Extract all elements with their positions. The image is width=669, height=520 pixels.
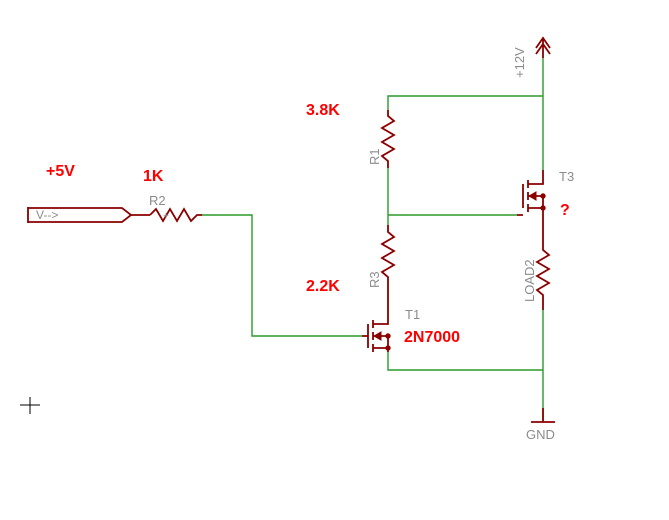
load-name: LOAD2 bbox=[522, 259, 537, 302]
r2-name: R2 bbox=[149, 193, 166, 208]
annotation-r2-value: 1K bbox=[143, 168, 164, 185]
supply-label: +12V bbox=[512, 47, 527, 78]
wire-r2-to-t1-gate bbox=[202, 214, 362, 337]
wire-12v-to-r1 bbox=[387, 95, 543, 110]
annotation-5v: +5V bbox=[46, 163, 75, 180]
resistor-r2: R2 + bbox=[149, 193, 202, 223]
annotation-r3-value: 2.2K bbox=[306, 278, 340, 295]
mosfet-t3: T3 bbox=[517, 169, 574, 225]
wires bbox=[202, 58, 544, 420]
r1-name: R1 bbox=[367, 148, 382, 165]
svg-text:+: + bbox=[163, 211, 169, 222]
r3-name: R3 bbox=[367, 271, 382, 288]
ground-symbol: GND bbox=[526, 408, 555, 442]
input-port: V--> bbox=[27, 207, 133, 223]
load-resistor: LOAD2 bbox=[522, 225, 551, 310]
ground-label: GND bbox=[526, 427, 555, 442]
t1-name: T1 bbox=[405, 307, 420, 322]
resistor-r3: R3 bbox=[367, 225, 396, 320]
wire-t1-source-to-gnd bbox=[387, 352, 543, 371]
t3-name: T3 bbox=[559, 169, 574, 184]
cursor-crosshair-icon bbox=[20, 397, 40, 414]
annotation-t1-part: 2N7000 bbox=[404, 329, 460, 346]
resistor-r1: R1 bbox=[367, 110, 396, 168]
annotation-r1-value: 3.8K bbox=[306, 102, 340, 119]
supply-12v-symbol: +12V bbox=[512, 36, 551, 78]
input-signal-label: V--> bbox=[36, 208, 58, 222]
mosfet-t1: T1 bbox=[362, 307, 420, 352]
annotation-t3-part: ? bbox=[560, 202, 570, 219]
